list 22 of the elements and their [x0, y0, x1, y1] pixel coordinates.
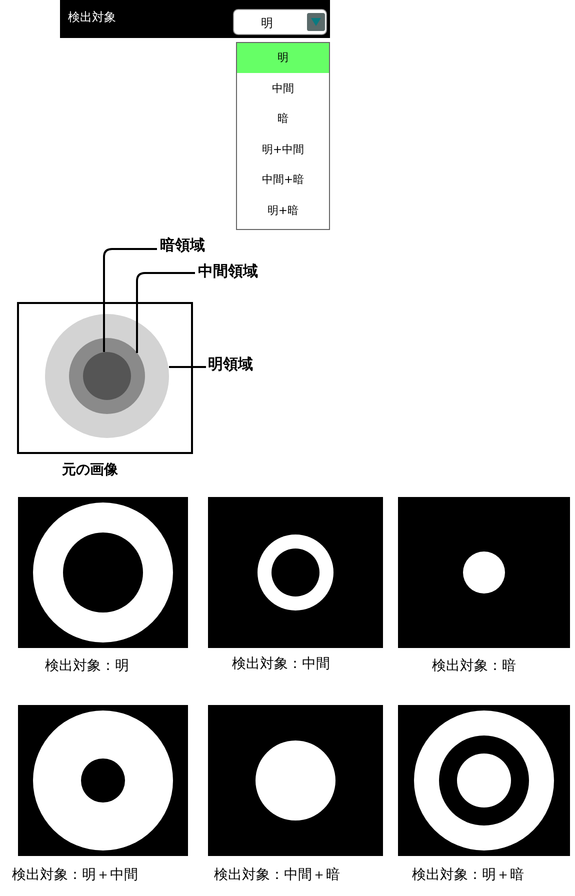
leader-line: [103, 248, 157, 352]
menu-item: 明+中間: [260, 142, 306, 158]
region-label: 中間領域: [198, 262, 258, 280]
menu-item: 明: [237, 43, 329, 73]
field-label: 検出対象: [68, 9, 116, 26]
region-label: 明領域: [208, 355, 253, 373]
image-caption: 検出対象：明＋中間: [12, 866, 138, 884]
leader-line: [169, 366, 206, 368]
menu-item: 暗: [276, 111, 290, 127]
image-caption: 検出対象：中間＋暗: [214, 866, 340, 884]
menu-item: 中間+暗: [260, 172, 306, 188]
image-caption: 元の画像: [62, 461, 118, 479]
region-label: 暗領域: [160, 236, 205, 254]
dark-region-circle: [83, 352, 131, 400]
image-caption: 検出対象：暗: [432, 657, 516, 675]
menu-item: 中間: [271, 80, 295, 96]
image-caption: 検出対象：明＋暗: [412, 866, 524, 884]
dropdown-select: 明: [233, 9, 327, 35]
leader-line: [136, 272, 195, 353]
menu-item: 明+暗: [266, 202, 300, 218]
image-caption: 検出対象：明: [45, 657, 129, 675]
image-caption: 検出対象：中間: [232, 655, 330, 673]
